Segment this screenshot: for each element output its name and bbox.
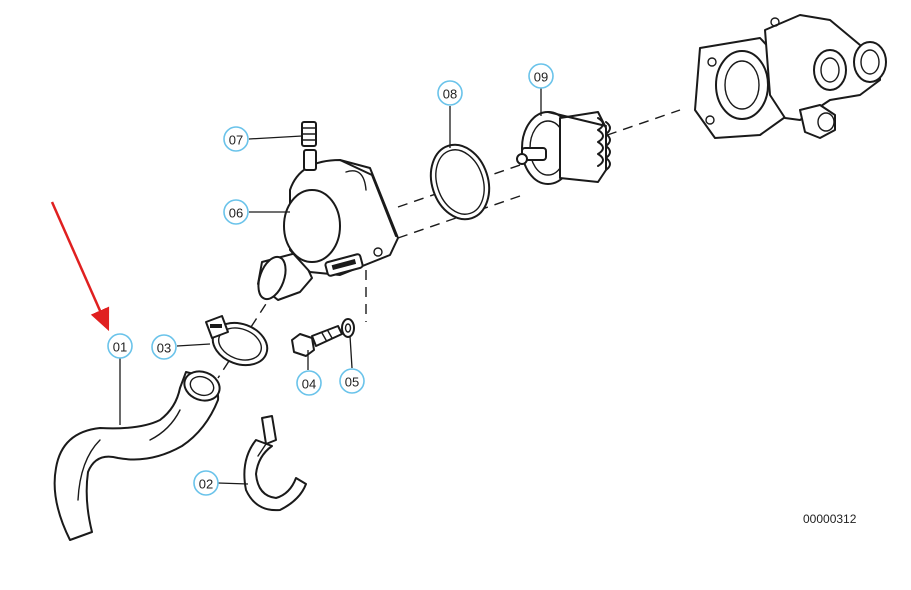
callout-09-label: 09 bbox=[534, 70, 548, 85]
bolt bbox=[291, 325, 343, 357]
washer bbox=[341, 318, 355, 338]
callout-01[interactable]: 01 bbox=[107, 333, 133, 359]
bleed-screw bbox=[301, 121, 317, 147]
o-ring bbox=[429, 143, 491, 221]
callout-06-label: 06 bbox=[229, 206, 243, 221]
radiator-hose bbox=[53, 370, 221, 541]
hose-clamp bbox=[205, 315, 269, 367]
callout-04[interactable]: 04 bbox=[296, 370, 322, 396]
callout-05[interactable]: 05 bbox=[339, 368, 365, 394]
callout-05-label: 05 bbox=[345, 375, 359, 390]
callout-06[interactable]: 06 bbox=[223, 199, 249, 225]
callout-08-label: 08 bbox=[443, 87, 457, 102]
leader-lines bbox=[119, 88, 542, 485]
thermostat-housing bbox=[694, 14, 887, 139]
callout-04-label: 04 bbox=[302, 377, 316, 392]
callout-01-label: 01 bbox=[113, 340, 127, 355]
callout-07[interactable]: 07 bbox=[223, 126, 249, 152]
callout-09[interactable]: 09 bbox=[528, 63, 554, 89]
callout-02-label: 02 bbox=[199, 477, 213, 492]
thermostat bbox=[516, 111, 611, 185]
diagram-reference-number: 00000312 bbox=[803, 512, 857, 526]
callout-03-label: 03 bbox=[157, 341, 171, 356]
callout-07-label: 07 bbox=[229, 133, 243, 148]
callout-02[interactable]: 02 bbox=[193, 470, 219, 496]
housing-cover bbox=[257, 149, 399, 301]
highlight-arrow bbox=[50, 201, 110, 332]
callout-03[interactable]: 03 bbox=[151, 334, 177, 360]
retaining-clip bbox=[243, 415, 307, 512]
callout-08[interactable]: 08 bbox=[437, 80, 463, 106]
